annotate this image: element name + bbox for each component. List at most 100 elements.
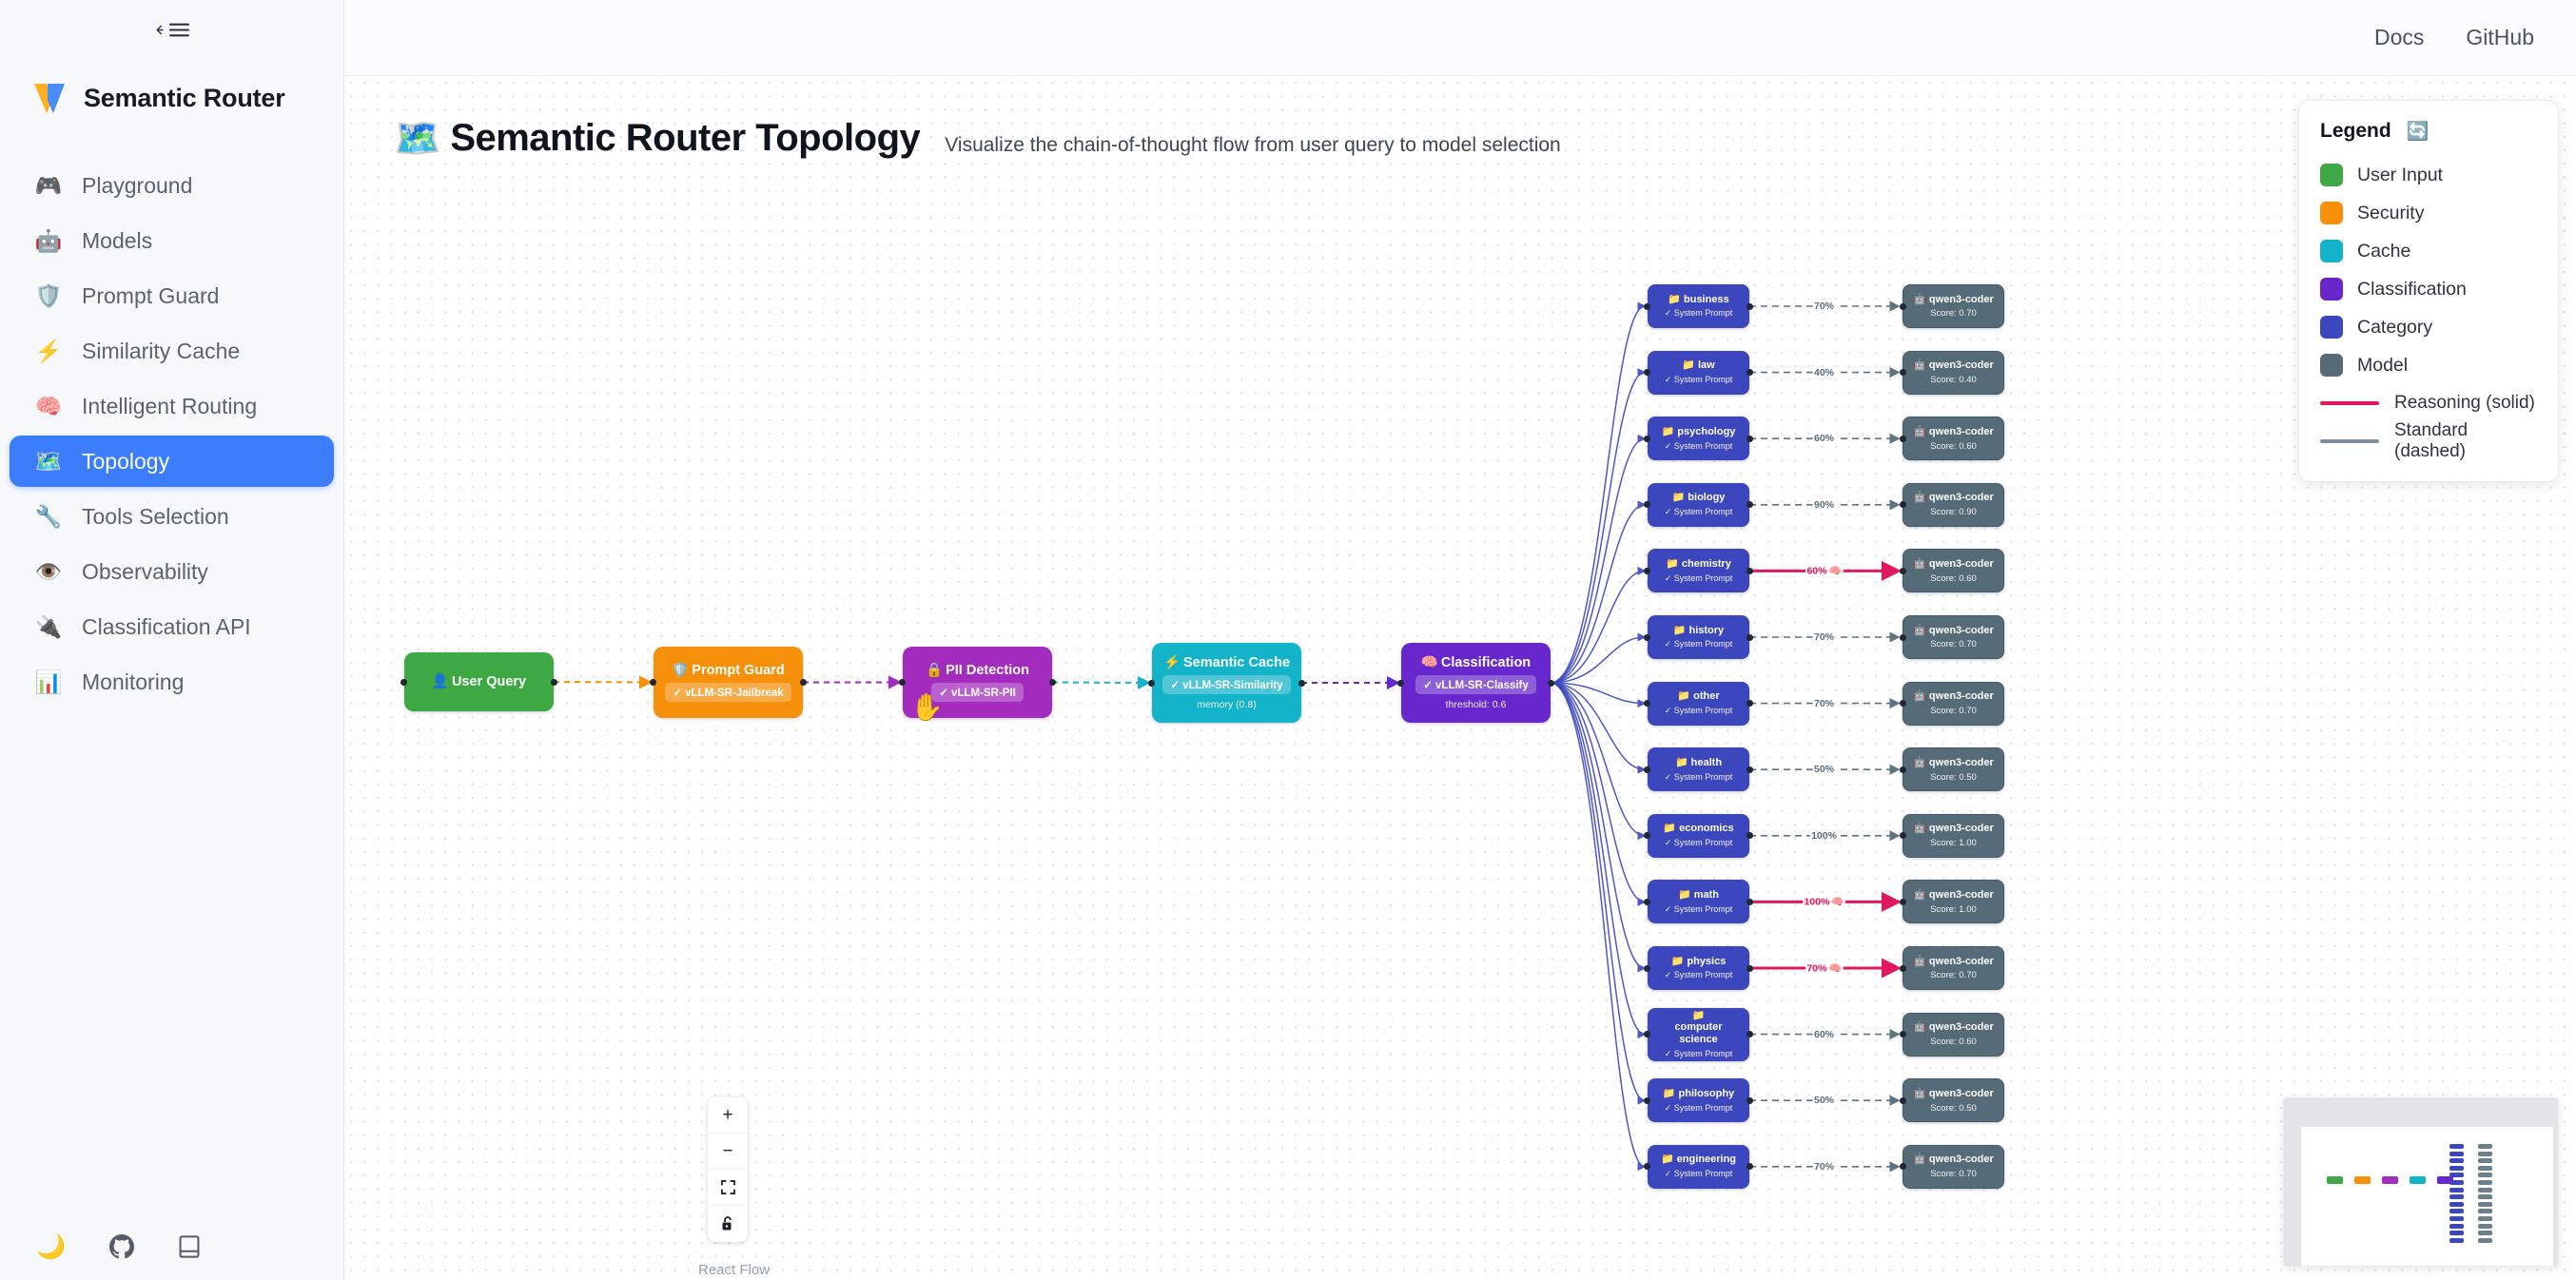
github-link[interactable]: GitHub	[2466, 25, 2534, 49]
node-port-right[interactable]	[1747, 964, 1753, 972]
node-port-right[interactable]	[1548, 679, 1554, 687]
brand[interactable]: Semantic Router	[0, 59, 343, 127]
node-port-right[interactable]	[1298, 679, 1305, 687]
sidebar-item-prompt-guard[interactable]: 🛡️ Prompt Guard	[10, 270, 334, 321]
node-port-left[interactable]	[1644, 964, 1650, 972]
sidebar-item-similarity-cache[interactable]: ⚡ Similarity Cache	[10, 325, 334, 377]
zoom-in-button[interactable]: +	[708, 1097, 748, 1134]
node-port-left[interactable]	[899, 679, 906, 686]
category-node-chemistry[interactable]: 📁chemistry✓ System Prompt	[1644, 549, 1753, 593]
node-port-left[interactable]	[1900, 766, 1906, 773]
node-port-left[interactable]	[1644, 1096, 1650, 1104]
category-node-law[interactable]: 📁law✓ System Prompt	[1644, 350, 1753, 395]
category-node-health[interactable]: 📁health✓ System Prompt	[1644, 747, 1753, 792]
category-node-math[interactable]: 📁math✓ System Prompt	[1644, 880, 1753, 924]
node-port-left[interactable]	[1900, 1031, 1906, 1038]
node-port-right[interactable]	[1747, 501, 1753, 509]
node-port-right[interactable]	[1747, 1163, 1753, 1171]
category-node-philosophy[interactable]: 📁philosophy✓ System Prompt	[1644, 1078, 1753, 1123]
category-node-psychology[interactable]: 📁psychology✓ System Prompt	[1644, 417, 1753, 461]
category-node-economics[interactable]: 📁economics✓ System Prompt	[1644, 813, 1753, 858]
node-port-left[interactable]	[1900, 435, 1906, 442]
category-node-other[interactable]: 📁other✓ System Prompt	[1644, 681, 1753, 726]
fit-view-button[interactable]	[708, 1170, 748, 1206]
sidebar-item-playground[interactable]: 🎮 Playground	[10, 160, 334, 211]
topology-canvas[interactable]: 🗺️ Semantic Router Topology Visualize th…	[344, 76, 2576, 1280]
node-port-left[interactable]	[1900, 369, 1906, 377]
node-port-left[interactable]	[1148, 679, 1155, 687]
node-port-left[interactable]	[1900, 964, 1906, 972]
sidebar-item-observability[interactable]: 👁️ Observability	[10, 546, 334, 597]
sidebar-item-intelligent-routing[interactable]: 🧠 Intelligent Routing	[10, 380, 334, 432]
node-port-left[interactable]	[1644, 898, 1650, 905]
category-node-physics[interactable]: 📁physics✓ System Prompt	[1644, 946, 1753, 990]
node-port-right[interactable]	[1049, 679, 1056, 686]
node-port-left[interactable]	[1644, 435, 1650, 442]
sidebar-item-models[interactable]: 🤖 Models	[10, 215, 334, 266]
node-port-right[interactable]	[800, 679, 807, 686]
category-node-engineering[interactable]: 📁engineering✓ System Prompt	[1644, 1144, 1753, 1189]
node-port-right[interactable]	[1747, 700, 1753, 708]
node-port-left[interactable]	[1644, 369, 1650, 377]
node-port-right[interactable]	[1747, 1096, 1753, 1104]
flow-graph[interactable]: 👤User Query 🛡️Prompt Guard✓ vLLM-SR-Jailb…	[344, 76, 2576, 1280]
node-port-right[interactable]	[1747, 832, 1753, 840]
dark-mode-toggle-icon[interactable]: 🌙	[36, 1232, 67, 1260]
sidebar-item-monitoring[interactable]: 📊 Monitoring	[10, 656, 334, 708]
node-port-right[interactable]	[1747, 1031, 1753, 1038]
node-port-right[interactable]	[1747, 633, 1753, 641]
flow-node-guard[interactable]: 🛡️Prompt Guard✓ vLLM-SR-Jailbreak	[650, 647, 807, 718]
sidebar-item-classification-api[interactable]: 🔌 Classification API	[10, 601, 334, 652]
lock-button[interactable]	[708, 1206, 748, 1242]
node-port-left[interactable]	[1644, 832, 1650, 840]
node-port-left[interactable]	[1397, 679, 1404, 687]
node-port-left[interactable]	[1644, 633, 1650, 641]
refresh-icon[interactable]: 🔄	[2406, 121, 2430, 142]
node-port-left[interactable]	[1644, 1031, 1650, 1038]
node-port-right[interactable]	[551, 678, 557, 686]
node-port-left[interactable]	[1900, 1096, 1906, 1104]
node-port-left[interactable]	[1644, 766, 1650, 773]
node-port-left[interactable]	[1900, 898, 1906, 905]
node-port-right[interactable]	[1747, 766, 1753, 773]
category-node-history[interactable]: 📁history✓ System Prompt	[1644, 615, 1753, 659]
minimap[interactable]	[2283, 1097, 2559, 1267]
node-port-left[interactable]	[1644, 567, 1650, 574]
node-port-left[interactable]	[1900, 567, 1906, 574]
node-port-left[interactable]	[1900, 633, 1906, 641]
attribution[interactable]: React Flow	[698, 1262, 771, 1278]
flow-node-user[interactable]: 👤User Query	[400, 652, 557, 711]
github-icon[interactable]	[109, 1234, 135, 1259]
node-port-right[interactable]	[1747, 369, 1753, 377]
sidebar-item-tools-selection[interactable]: 🔧 Tools Selection	[10, 491, 334, 542]
node-port-left[interactable]	[1900, 832, 1906, 840]
node-port-left[interactable]	[400, 678, 407, 686]
node-port-right[interactable]	[1747, 898, 1753, 905]
node-port-left[interactable]	[1900, 700, 1906, 708]
node-port-left[interactable]	[1900, 302, 1906, 310]
node-port-left[interactable]	[1900, 501, 1906, 509]
node-port-right[interactable]	[1747, 567, 1753, 574]
docs-book-icon[interactable]	[178, 1234, 201, 1259]
flow-node-pii[interactable]: 🔒PII Detection✓ vLLM-SR-PII	[899, 647, 1056, 718]
zoom-out-button[interactable]: −	[708, 1134, 748, 1170]
node-port-right[interactable]	[1747, 435, 1753, 442]
node-port-left[interactable]	[1644, 1163, 1650, 1171]
